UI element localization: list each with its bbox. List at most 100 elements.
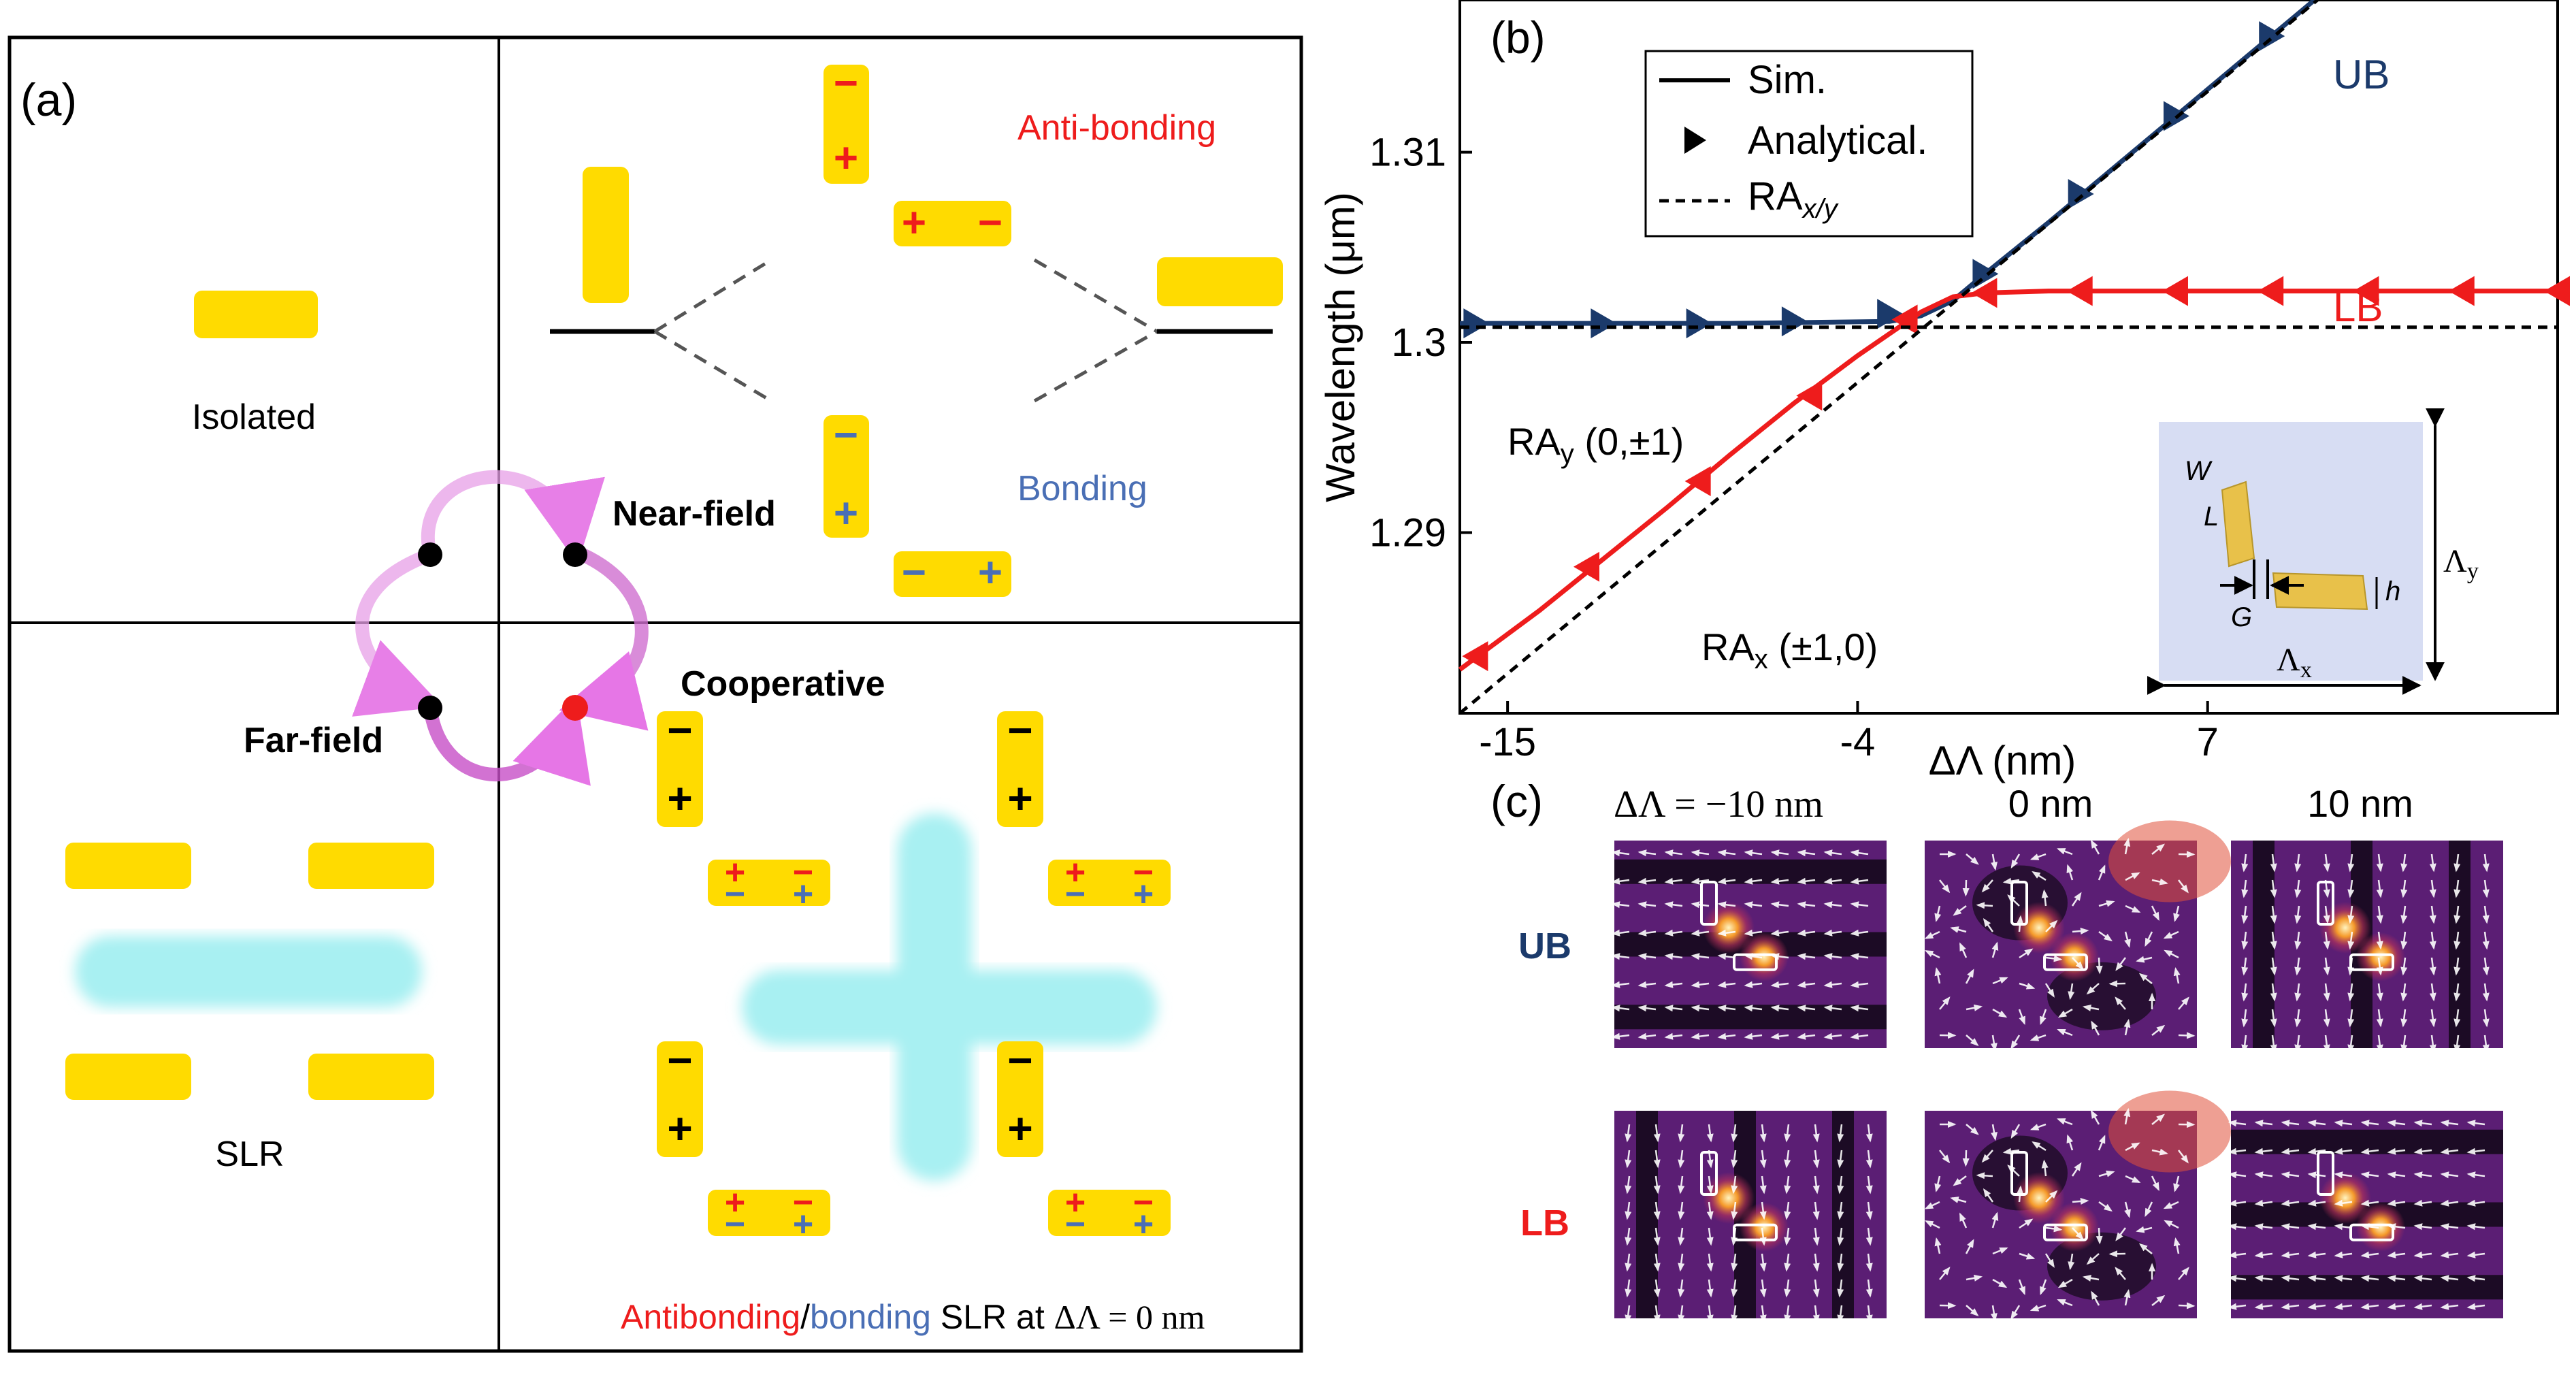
ra-x-rest: (±1,0) xyxy=(1768,625,1878,668)
field-arrow xyxy=(1850,953,1869,960)
field-arrow xyxy=(1850,1032,1869,1040)
field-arrow xyxy=(1837,1150,1844,1169)
field-arrow xyxy=(2096,1227,2103,1245)
field-arrow xyxy=(2376,931,2383,950)
field-arrow xyxy=(2376,853,2383,873)
field-arrow xyxy=(1653,1305,1661,1324)
inset-vertical-rod xyxy=(2221,481,2255,568)
field-arrow xyxy=(1939,1267,1951,1280)
field-arrow xyxy=(2440,1223,2459,1231)
field-arrow xyxy=(1664,1005,1683,1012)
legend-sim-label: Sim. xyxy=(1748,58,1827,102)
field-arrow xyxy=(2072,928,2089,934)
field-arrow xyxy=(1653,1253,1661,1272)
rod-outline-horizontal xyxy=(2043,1223,2088,1241)
field-arrow xyxy=(2281,1251,2300,1258)
field-arrow xyxy=(2136,956,2153,963)
ra-y-label: RAy (0,±1) xyxy=(1507,420,1684,469)
field-arrow xyxy=(1678,1227,1685,1246)
field-arrow xyxy=(2010,1035,2021,1050)
field-arrow xyxy=(2068,983,2075,1000)
field-arrow xyxy=(2029,1034,2047,1041)
field-arrow xyxy=(2482,1009,2490,1028)
ra-y-rest: (0,±1) xyxy=(1574,420,1684,463)
field-arrow xyxy=(2002,877,2020,885)
field-arrow xyxy=(1653,1124,1661,1143)
field-arrow xyxy=(2281,1303,2300,1310)
field-arrow xyxy=(1939,1150,1951,1164)
field-arrow xyxy=(1691,849,1710,857)
field-arrow xyxy=(1653,1201,1661,1220)
coop-charge-symbol: + xyxy=(793,875,813,914)
field-arrow xyxy=(2163,930,2179,939)
legend-analytical-marker xyxy=(1684,127,1706,154)
field-arrow xyxy=(1664,929,1683,937)
field-arrow xyxy=(2294,1035,2302,1054)
field-arrow xyxy=(2178,996,2189,1010)
field-arrow xyxy=(1837,1253,1844,1272)
coop-charge-symbol: − xyxy=(1065,1205,1086,1244)
field-arrow xyxy=(2360,1199,2379,1207)
data-point-marker xyxy=(1891,304,1918,335)
field-arrow xyxy=(1770,929,1789,937)
anti-vertical-rod xyxy=(824,65,869,184)
field-arrow xyxy=(1637,1032,1657,1040)
bond-vrod-plus: + xyxy=(834,490,858,537)
field-arrow xyxy=(1983,917,1994,932)
field-arrow xyxy=(2057,1299,2073,1307)
field-arrow xyxy=(1706,1253,1714,1272)
field-arrow xyxy=(1759,1124,1767,1143)
field-arrow xyxy=(2400,1035,2408,1054)
field-arrow xyxy=(2019,982,2036,990)
field-arrow xyxy=(2307,1223,2326,1231)
field-arrow xyxy=(1850,981,1869,988)
field-arrow xyxy=(2307,1199,2326,1207)
field-arrow xyxy=(2270,879,2277,898)
field-arrow xyxy=(1611,953,1630,960)
field-arrow xyxy=(1925,1220,1940,1229)
slr-rod-4 xyxy=(308,1054,434,1100)
field-arrow xyxy=(1983,1188,1994,1203)
field-arrow xyxy=(2228,1120,2247,1127)
field-arrow xyxy=(2019,1252,2036,1260)
field-arrow xyxy=(2254,1275,2273,1282)
field-arrow xyxy=(2482,1035,2490,1054)
data-point-marker xyxy=(2162,276,2188,306)
field-arrow xyxy=(2466,1303,2485,1310)
slr-label: SLR xyxy=(215,1135,284,1174)
field-arrow xyxy=(1717,1032,1736,1040)
field-arrow xyxy=(2173,1237,2181,1254)
field-arrow xyxy=(2323,905,2330,924)
field-arrow xyxy=(2453,957,2461,976)
field-arrow xyxy=(2294,983,2302,1002)
caption-math: ΔΛ = 0 nm xyxy=(1054,1298,1205,1336)
field-arrow xyxy=(2360,1303,2379,1310)
field-arrow xyxy=(1744,1005,1763,1012)
field-arrow xyxy=(1850,877,1869,885)
field-arrow xyxy=(1865,1279,1873,1298)
field-arrow xyxy=(2270,905,2277,924)
data-point-marker xyxy=(1686,308,1712,339)
field-arrow xyxy=(2347,905,2355,924)
series-line-ub xyxy=(1460,0,2319,326)
field-arrow xyxy=(2082,1004,2100,1011)
coop-charge-symbol: − xyxy=(1065,875,1086,914)
field-arrow xyxy=(1637,901,1657,909)
field-arrow xyxy=(2360,1120,2379,1127)
field-arrow xyxy=(1664,953,1683,960)
field-arrow xyxy=(1625,1227,1632,1246)
field-arrow xyxy=(2429,1035,2436,1054)
field-arrow xyxy=(1611,1032,1630,1040)
col-title-1: ΔΛ = −10 nm xyxy=(1614,783,1823,826)
field-arrow xyxy=(1865,1305,1873,1324)
field-arrow xyxy=(2440,1199,2459,1207)
field-arrow xyxy=(2413,1199,2432,1207)
coop-charge-symbol: − xyxy=(1133,1183,1154,1222)
field-arrow xyxy=(2173,966,2181,984)
slr-rod-2 xyxy=(308,843,434,889)
field-arrow xyxy=(1664,981,1683,988)
field-arrow xyxy=(1823,849,1842,857)
coop-charge-symbol: + xyxy=(725,1183,745,1222)
field-arrow xyxy=(1797,1032,1816,1040)
field-arrow xyxy=(1637,981,1657,988)
